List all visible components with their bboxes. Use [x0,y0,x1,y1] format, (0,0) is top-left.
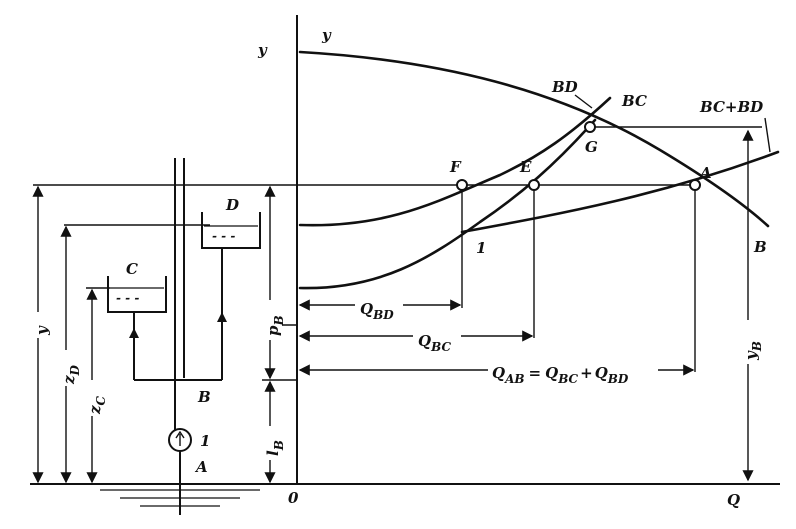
zd-label: zD [60,364,82,385]
point-1-label: 1 [476,239,486,257]
point-G [584,121,596,133]
yb-label: yB [742,341,764,361]
tank-C-label: C [126,260,138,278]
point-E-label: E [519,158,532,176]
bd-curve [298,96,612,227]
q-bc-label: QBC [418,332,451,354]
bd-curve-label: BD [551,78,578,96]
bd-leader [574,94,593,109]
point-G-label: G [585,138,598,156]
point-F-label: F [449,158,462,176]
q-bd-label: QBD [360,300,394,322]
zc-label: zC [86,395,108,415]
x-axis-label: Q [727,491,740,509]
tank-D-label: D [225,196,239,214]
svg-text:- - -: - - - [116,291,139,305]
svg-text:- - -: - - - [212,229,235,243]
pump-curve-label: B [753,238,767,256]
source-A-label: A [194,458,208,476]
tank-D [201,212,261,249]
sum-leader [764,117,771,153]
bc-curve [298,118,597,290]
origin-label: 0 [288,489,299,507]
y-axis-label: y [257,41,268,59]
pb-label: pB [264,315,286,336]
node-B-label: B [197,388,211,406]
pump-number-label: 1 [200,432,210,450]
bc-curve-label: BC [621,92,647,110]
point-A-label: A [698,164,712,182]
sum-curve-label: BC+BD [699,98,763,116]
q-ab-equation: QAB=QBC+QBD [492,364,629,386]
sum-curve [460,150,780,234]
y-dim-label: y [33,325,51,336]
point-E [528,179,540,191]
point-F [456,179,468,191]
y-axis-label-right: y [321,26,332,44]
point-A [689,179,701,191]
pump-curve [298,50,770,228]
lb-label: lB [264,440,286,456]
tank-C [107,276,167,313]
